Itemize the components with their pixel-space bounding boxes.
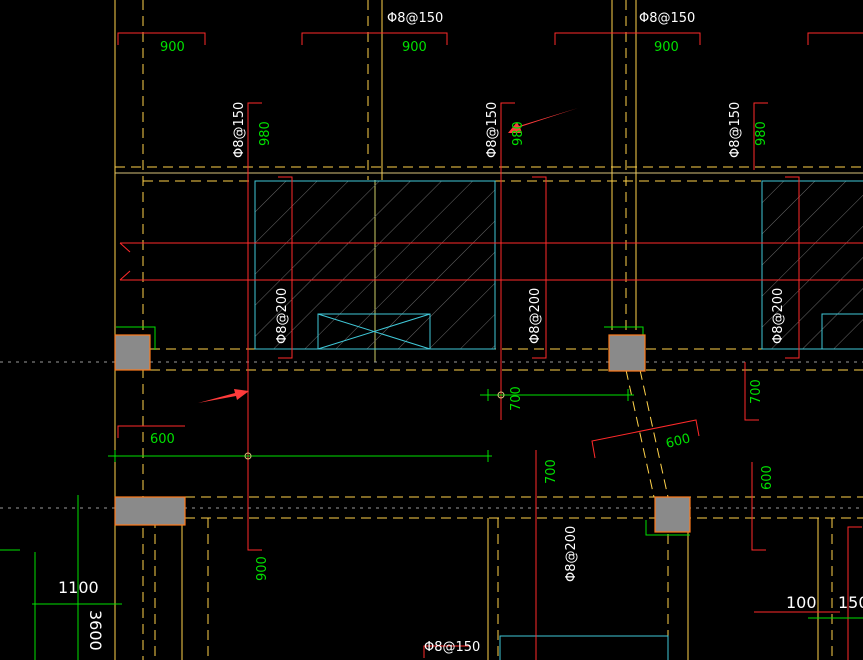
rebar-label: Φ8@200 xyxy=(771,288,786,344)
dimension-label: 900 xyxy=(654,40,679,55)
rebar-vertical-1 xyxy=(247,102,262,551)
hatched-opening xyxy=(254,180,496,350)
rebar-right-edge xyxy=(847,526,862,660)
insertion-point xyxy=(244,452,252,460)
dimension-label: 700 xyxy=(509,386,524,411)
dimension-label: 600 xyxy=(150,432,175,447)
dimension-label: 700 xyxy=(749,379,764,404)
dimension-label: 100 xyxy=(786,593,817,612)
rebar-left-lower xyxy=(117,425,185,438)
rebar-diagonal xyxy=(591,419,700,459)
window-cross xyxy=(317,313,431,350)
rebar-top-left xyxy=(117,32,206,45)
column xyxy=(114,334,151,371)
rebar-mid-2 xyxy=(532,176,547,359)
rebar-label: Φ8@150 xyxy=(424,640,480,655)
dimension-label: 700 xyxy=(544,459,559,484)
rebar-top-edge xyxy=(807,32,863,45)
red-arrow-icon xyxy=(508,108,578,133)
dimension-label: 1100 xyxy=(58,578,99,597)
dimension-label: 600 xyxy=(760,465,775,490)
rebar-label: Φ8@200 xyxy=(275,288,290,344)
dimension-label: 150 xyxy=(838,593,863,612)
rebar-top-mid xyxy=(301,32,448,45)
dimension-markers xyxy=(244,391,505,460)
column xyxy=(608,334,646,372)
dimension-label: 3600 xyxy=(86,610,105,651)
dimension-lines xyxy=(0,326,863,660)
rebar-label: Φ8@200 xyxy=(528,288,543,344)
rebar-hook xyxy=(119,242,131,253)
dimension-label: 900 xyxy=(402,40,427,55)
dim-corner xyxy=(604,326,644,335)
columns xyxy=(114,334,691,533)
rebar-right-bottom xyxy=(751,462,766,551)
column xyxy=(654,496,691,533)
rebar-label: Φ8@150 xyxy=(485,102,500,158)
rebar-label: Φ8@150 xyxy=(728,102,743,158)
rebar-hook xyxy=(119,270,131,281)
window-box xyxy=(821,313,863,350)
rebar-bottom xyxy=(423,645,470,658)
rebar-label: Φ8@150 xyxy=(639,11,695,26)
opening-bottom xyxy=(499,635,669,660)
rebar-vertical-2 xyxy=(500,102,515,420)
rebar-label: Φ8@150 xyxy=(232,102,247,158)
annotation-arrows xyxy=(198,108,578,403)
dimension-label: 900 xyxy=(160,40,185,55)
diagonal-wall-line xyxy=(639,369,669,498)
window-box xyxy=(317,313,431,350)
rebar-right-lower xyxy=(744,362,759,421)
dimension-label: 900 xyxy=(255,556,270,581)
red-arrow-icon xyxy=(198,389,249,403)
hatched-opening xyxy=(761,180,863,350)
diagonal-wall-line xyxy=(625,369,655,498)
dim-corner xyxy=(645,520,690,536)
rebar-vertical-3 xyxy=(753,102,768,170)
rebar-label: Φ8@150 xyxy=(387,11,443,26)
rebar-top-right xyxy=(554,32,701,45)
dimension-label: 980 xyxy=(258,121,273,146)
dimension-label: 980 xyxy=(511,121,526,146)
dimension-label: 600 xyxy=(664,431,692,452)
rebar-mid-1 xyxy=(278,176,293,359)
column xyxy=(114,496,186,526)
openings xyxy=(254,180,863,660)
rebar-mid-3 xyxy=(785,176,800,359)
insertion-point xyxy=(497,391,505,399)
rebar-lines xyxy=(117,32,863,660)
dim-corner xyxy=(116,326,156,350)
dimension-label: 980 xyxy=(754,121,769,146)
rebar-label: Φ8@200 xyxy=(564,526,579,582)
